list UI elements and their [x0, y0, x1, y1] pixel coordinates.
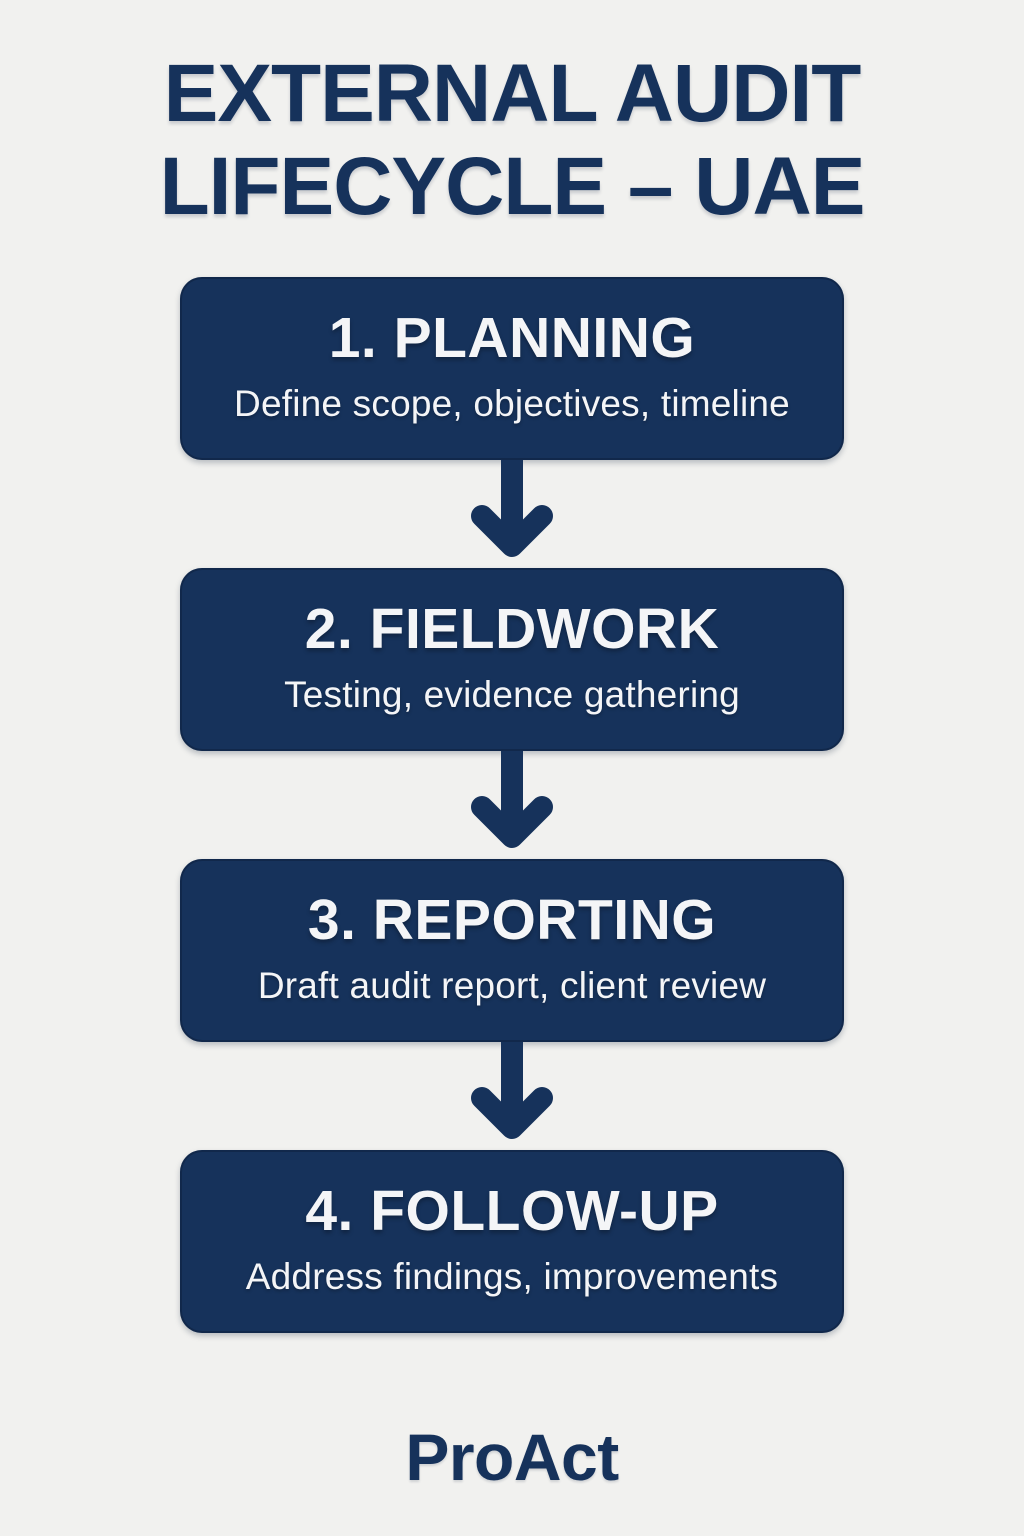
brand-logo: ProAct: [405, 1420, 619, 1495]
step-subtitle: Testing, evidence gathering: [284, 673, 740, 715]
step-title: 3. REPORTING: [307, 888, 717, 953]
step-box-planning: 1. PLANNING Define scope, objectives, ti…: [180, 277, 844, 461]
page-title: EXTERNAL AUDIT LIFECYCLE – UAE: [159, 48, 866, 233]
lifecycle-flow: 1. PLANNING Define scope, objectives, ti…: [180, 277, 844, 1334]
step-subtitle: Address findings, improvements: [245, 1255, 779, 1297]
step-box-reporting: 3. REPORTING Draft audit report, client …: [180, 859, 844, 1043]
arrow-down-icon: [462, 460, 562, 568]
arrow-down-icon: [462, 751, 562, 859]
step-title: 2. FIELDWORK: [304, 597, 720, 662]
step-box-follow-up: 4. FOLLOW-UP Address findings, improveme…: [180, 1150, 844, 1334]
page-title-line1: EXTERNAL AUDIT: [163, 48, 862, 139]
arrow-down-icon: [462, 1042, 562, 1150]
page-title-line2: LIFECYCLE – UAE: [159, 140, 866, 232]
step-subtitle: Define scope, objectives, timeline: [234, 382, 790, 424]
step-title: 4. FOLLOW-UP: [305, 1179, 719, 1244]
step-subtitle: Draft audit report, client review: [257, 964, 767, 1006]
step-title: 1. PLANNING: [328, 306, 696, 371]
step-box-fieldwork: 2. FIELDWORK Testing, evidence gathering: [180, 568, 844, 752]
